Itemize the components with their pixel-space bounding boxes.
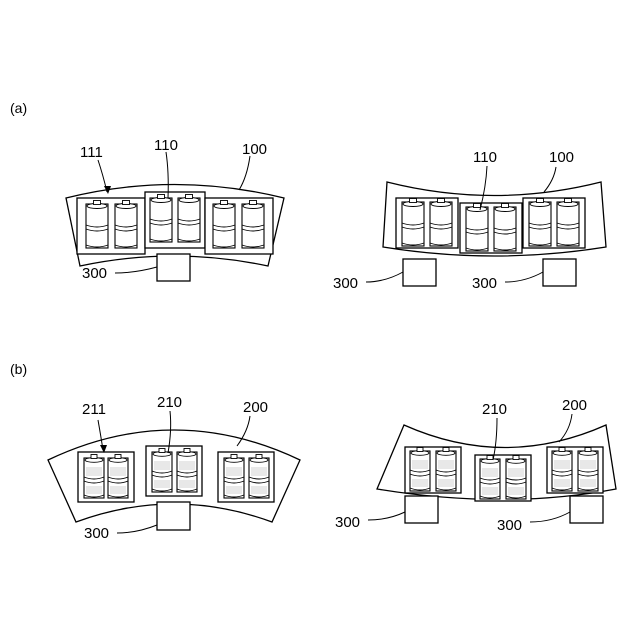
- ref-211: 211: [82, 401, 106, 418]
- panel-a-left-assembly: 111 110 100 300: [66, 137, 284, 282]
- support-300-right-a-2: [543, 259, 576, 286]
- battery-cell: [86, 201, 108, 249]
- ref-100-right-a: 100: [549, 149, 574, 166]
- battery-cell: [436, 448, 456, 492]
- battery-cell: [494, 204, 516, 252]
- battery-cell: [84, 455, 104, 499]
- ref-111: 111: [80, 144, 103, 161]
- battery-cell: [410, 448, 430, 492]
- battery-cell: [480, 456, 500, 500]
- ref-210-left-b: 210: [157, 394, 182, 411]
- panel-b-left-assembly: 211 210 200 300: [48, 394, 300, 542]
- battery-cell: [466, 204, 488, 252]
- battery-cell: [249, 455, 269, 499]
- panel-a-label: (a): [10, 100, 27, 116]
- support-300-left-a: [157, 254, 190, 281]
- ref-100-left-a: 100: [242, 141, 267, 158]
- battery-cell: [177, 449, 197, 493]
- leader-300-left-b: [117, 525, 157, 533]
- leader-100-left: [239, 156, 250, 190]
- battery-cell: [506, 456, 526, 500]
- leader-300-right-b-1: [368, 512, 405, 520]
- battery-cell: [242, 201, 264, 249]
- panel-b-right-assembly: 210 200 300 300: [335, 397, 616, 534]
- battery-cell: [557, 199, 579, 247]
- battery-cell: [552, 448, 572, 492]
- support-300-right-b-2: [570, 496, 603, 523]
- ref-300-left-a: 300: [82, 265, 107, 282]
- panel-a-right-assembly: 110 100 300 300: [333, 149, 606, 292]
- ref-110-left-a: 110: [154, 137, 178, 154]
- ref-300-left-b: 300: [84, 525, 109, 542]
- battery-cell: [529, 199, 551, 247]
- battery-cell: [150, 195, 172, 243]
- ref-300-right-b-1: 300: [335, 514, 360, 531]
- battery-cell: [108, 455, 128, 499]
- support-300-right-b-1: [405, 496, 438, 523]
- ref-210-right-b: 210: [482, 401, 507, 418]
- battery-cell: [213, 201, 235, 249]
- battery-cell: [224, 455, 244, 499]
- battery-cell: [178, 195, 200, 243]
- ref-300-right-a-1: 300: [333, 275, 358, 292]
- ref-300-right-a-2: 300: [472, 275, 497, 292]
- leader-100-right: [544, 167, 556, 192]
- leader-300-right-b-2: [530, 512, 570, 522]
- battery-cell: [115, 201, 137, 249]
- ref-200-right-b: 200: [562, 397, 587, 414]
- leader-300-right-a-2: [505, 272, 543, 282]
- support-300-left-b: [157, 502, 190, 530]
- battery-cell: [430, 199, 452, 247]
- support-300-right-a-1: [403, 259, 436, 286]
- panel-b-label: (b): [10, 361, 27, 377]
- leader-300-right-a-1: [366, 272, 403, 282]
- ref-110-right-a: 110: [473, 149, 497, 166]
- leader-300-left-a: [115, 267, 157, 273]
- ref-200-left-b: 200: [243, 399, 268, 416]
- ref-300-right-b-2: 300: [497, 517, 522, 534]
- battery-cell: [402, 199, 424, 247]
- battery-cell: [152, 449, 172, 493]
- battery-cell: [578, 448, 598, 492]
